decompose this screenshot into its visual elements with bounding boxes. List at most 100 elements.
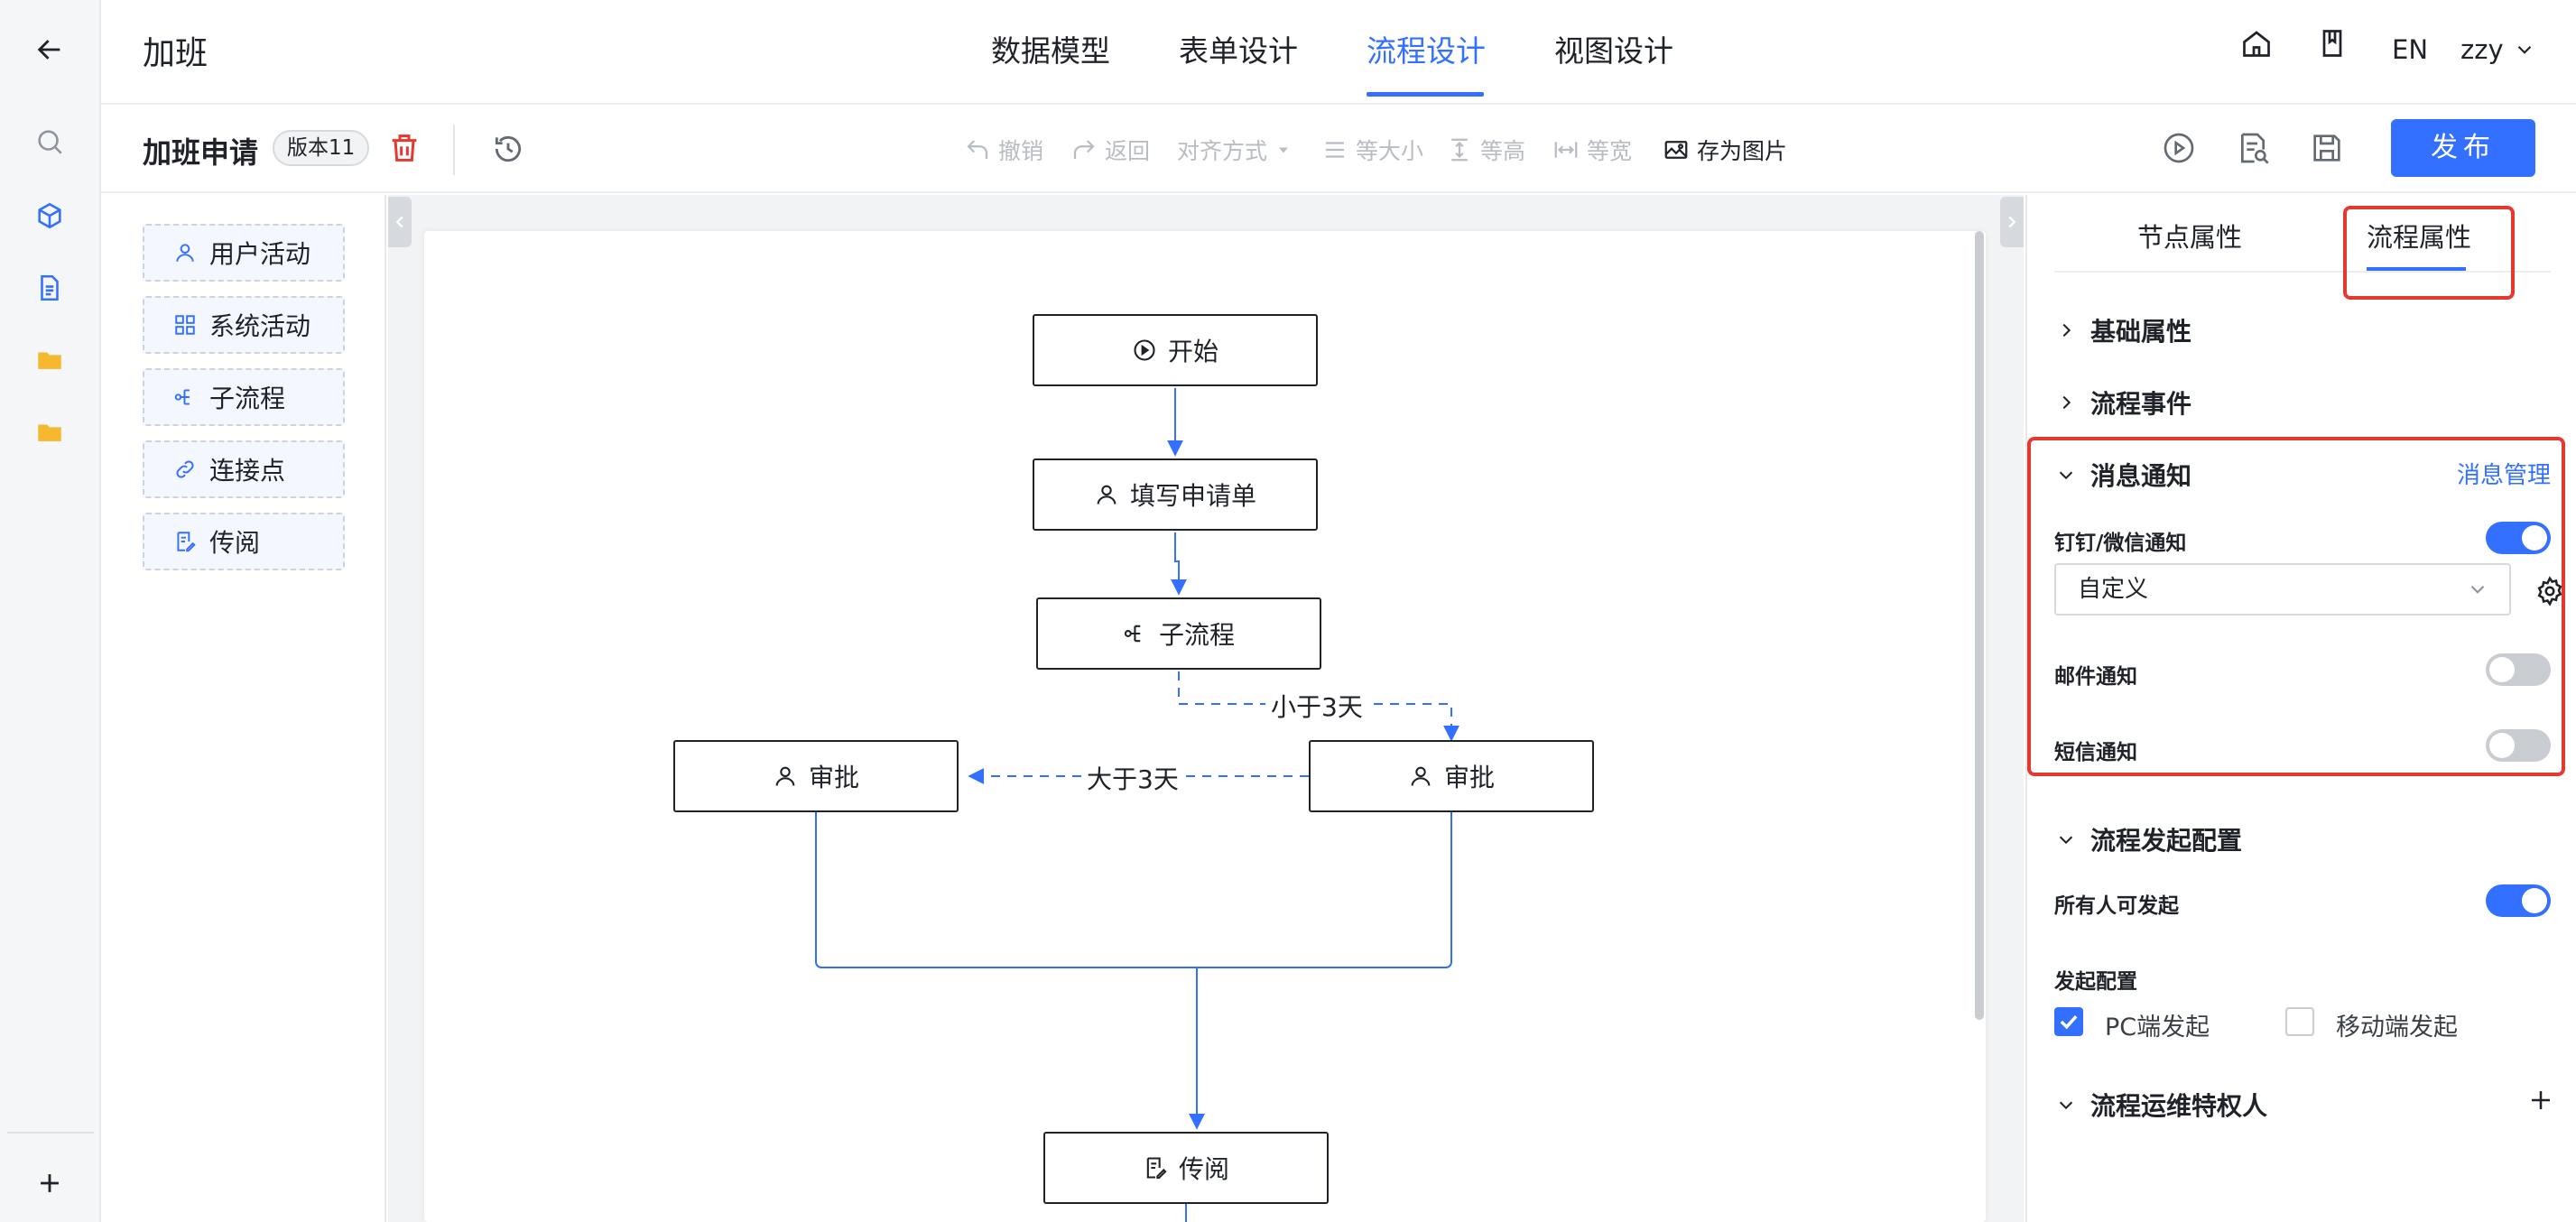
align-dropdown[interactable]: 对齐方式 <box>1177 134 1293 166</box>
mobile-launch-checkbox[interactable] <box>2285 1007 2314 1036</box>
flow-node-subflow[interactable]: 子流程 <box>1036 597 1321 670</box>
same-width-button[interactable]: 等宽 <box>1552 134 1632 166</box>
same-height-label: 等高 <box>1480 138 1526 164</box>
trash-icon[interactable] <box>386 130 422 166</box>
folder-icon[interactable] <box>31 341 69 379</box>
chevron-down-icon <box>2517 45 2531 54</box>
save-image-button[interactable]: 存为图片 <box>1663 134 1787 166</box>
rail-divider <box>7 1132 94 1134</box>
node-label: 填写申请单 <box>1129 481 1256 511</box>
node-label: 传阅 <box>1178 1154 1229 1184</box>
chevron-right-icon <box>2008 216 2016 228</box>
mobile-launch-label[interactable]: 移动端发起 <box>2336 1014 2458 1041</box>
toolbar: 加班申请 版本11 撤销 返回 对齐方式 等大小 等高 等宽 存为图片 发布 <box>101 106 2576 193</box>
palette-item-label: 传阅 <box>209 528 261 558</box>
image-icon <box>1664 141 1688 159</box>
palette-item-user-activity[interactable]: 用户活动 <box>143 224 345 282</box>
same-size-button[interactable]: 等大小 <box>1321 134 1423 166</box>
canvas-scrollbar[interactable] <box>1975 231 1984 1020</box>
redo-button[interactable]: 返回 <box>1070 134 1150 166</box>
circulate-icon <box>1146 1157 1167 1180</box>
section-notify[interactable]: 消息通知 <box>2056 457 2191 493</box>
flow-node-fill-form[interactable]: 填写申请单 <box>1033 458 1318 531</box>
node-palette: 用户活动 系统活动 子流程 连接点 传阅 <box>101 195 386 1222</box>
flow-node-approve-left[interactable]: 审批 <box>673 740 959 812</box>
add-privileged-user-icon[interactable] <box>2527 1087 2554 1114</box>
plus-icon[interactable] <box>31 1164 69 1202</box>
pc-launch-label[interactable]: PC端发起 <box>2105 1014 2210 1041</box>
section-privileged-users[interactable]: 流程运维特权人 <box>2056 1087 2267 1123</box>
tab-node-properties[interactable]: 节点属性 <box>2137 222 2243 253</box>
section-title: 流程事件 <box>2090 389 2192 419</box>
user-name: zzy <box>2460 34 2504 65</box>
section-basic-properties[interactable]: 基础属性 <box>2056 312 2191 348</box>
folder-icon[interactable] <box>31 413 69 451</box>
document-icon[interactable] <box>31 269 69 307</box>
app-title: 加班 <box>143 35 208 72</box>
play-icon[interactable] <box>2161 130 2197 166</box>
flow-node-start[interactable]: 开始 <box>1033 314 1318 386</box>
publish-button[interactable]: 发布 <box>2391 119 2535 177</box>
toggle-knob <box>2522 525 2547 551</box>
save-icon[interactable] <box>2309 130 2345 166</box>
sms-label: 短信通知 <box>2054 741 2137 764</box>
toolbar-divider <box>453 125 455 175</box>
section-launch-config[interactable]: 流程发起配置 <box>2056 821 2242 857</box>
edge-label-gt3[interactable]: 大于3天 <box>1081 760 1184 796</box>
palette-item-subflow[interactable]: 子流程 <box>143 368 345 426</box>
flow-canvas[interactable]: 开始 填写申请单 子流程 审批 审批 传阅 小于3天 大于3天 <box>424 231 1986 1222</box>
everyone-can-launch-toggle[interactable] <box>2486 884 2551 917</box>
collapse-right-handle[interactable] <box>2000 197 2024 247</box>
tab-divider <box>2054 271 2551 273</box>
message-manage-link[interactable]: 消息管理 <box>2457 462 2552 489</box>
toggle-knob <box>2522 888 2547 913</box>
notify-template-select[interactable]: 自定义 <box>2054 563 2511 616</box>
user-menu[interactable]: zzy <box>2460 34 2536 65</box>
section-flow-events[interactable]: 流程事件 <box>2056 384 2191 421</box>
preview-doc-icon[interactable] <box>2235 130 2271 166</box>
chevron-right-icon <box>2062 395 2071 410</box>
home-icon[interactable] <box>2240 27 2273 60</box>
pc-launch-checkbox[interactable] <box>2054 1007 2083 1036</box>
palette-item-label: 子流程 <box>209 384 286 413</box>
back-arrow-icon[interactable] <box>31 31 69 69</box>
highlight-box-notify <box>2027 437 2565 776</box>
palette-item-circulate[interactable]: 传阅 <box>143 513 345 570</box>
tab-flow-design[interactable]: 流程设计 <box>1367 33 1486 69</box>
section-title: 消息通知 <box>2090 461 2192 491</box>
collapse-left-handle[interactable] <box>388 197 412 247</box>
chevron-down-icon <box>2470 585 2485 594</box>
language-switch[interactable]: EN <box>2392 34 2429 65</box>
caret-down-icon <box>1279 147 1289 153</box>
palette-item-label: 系统活动 <box>209 311 311 341</box>
undo-button[interactable]: 撤销 <box>964 134 1043 166</box>
palette-item-system-activity[interactable]: 系统活动 <box>143 296 345 354</box>
same-width-label: 等宽 <box>1587 138 1633 164</box>
edge-label-lt3[interactable]: 小于3天 <box>1265 688 1368 724</box>
book-icon[interactable] <box>2316 27 2349 60</box>
email-toggle[interactable] <box>2486 653 2551 686</box>
version-badge[interactable]: 版本11 <box>273 130 370 166</box>
flow-node-circulate[interactable]: 传阅 <box>1043 1132 1329 1204</box>
toggle-knob <box>2489 657 2515 682</box>
tab-data-model[interactable]: 数据模型 <box>991 33 1110 69</box>
link-icon <box>176 460 194 478</box>
gear-icon[interactable] <box>2534 576 2565 606</box>
tab-form-design[interactable]: 表单设计 <box>1179 33 1298 69</box>
tab-view-design[interactable]: 视图设计 <box>1554 33 1673 69</box>
highlight-box-tab <box>2343 206 2515 300</box>
history-icon[interactable] <box>491 132 525 166</box>
circulate-icon <box>177 532 196 552</box>
sms-toggle[interactable] <box>2486 729 2551 762</box>
dingtalk-toggle[interactable] <box>2486 522 2551 554</box>
palette-item-connector[interactable]: 连接点 <box>143 440 345 498</box>
tab-flow-properties[interactable]: 流程属性 <box>2367 222 2472 253</box>
search-icon[interactable] <box>31 123 69 161</box>
same-height-button[interactable]: 等高 <box>1446 134 1525 166</box>
same-size-label: 等大小 <box>1356 138 1424 164</box>
launch-config-label: 发起配置 <box>2054 970 2137 994</box>
cube-icon[interactable] <box>31 197 69 235</box>
active-tab-indicator <box>1367 92 1484 97</box>
node-label: 开始 <box>1167 337 1219 366</box>
flow-node-approve-right[interactable]: 审批 <box>1309 740 1594 812</box>
